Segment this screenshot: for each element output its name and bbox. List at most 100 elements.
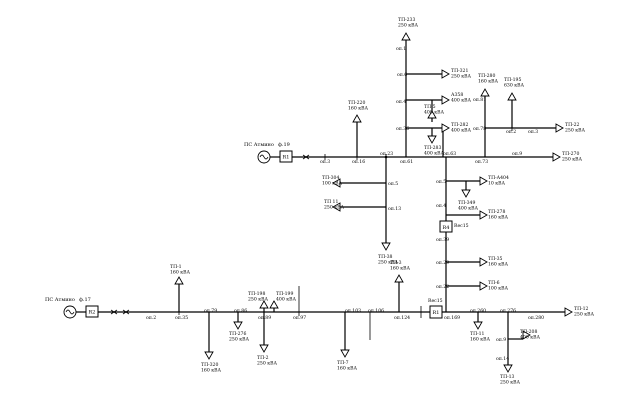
transformer-t278-name: ТП-278 xyxy=(488,209,505,215)
transformer-t22-kva: 250 кВА xyxy=(565,128,585,134)
transformer-t280-kva: 160 кВА xyxy=(478,79,498,85)
transformer-t304-kva: 100 кВА xyxy=(322,181,342,187)
pole-p73-label: оп.73 xyxy=(475,159,488,165)
pole-p86-label: оп.86 xyxy=(234,308,247,314)
pole-p9-label: оп.9 xyxy=(512,151,522,157)
transformer-t278-icon xyxy=(479,210,488,220)
transformer-t211-name: ТП-11 xyxy=(470,331,485,337)
transformer-t320-name: ТП-320 xyxy=(201,362,218,368)
transformer-t276-kva: 250 кВА xyxy=(229,337,249,343)
transformer-t220-name: ТП-220 xyxy=(348,100,365,106)
transformer-t1-kva: 160 кВА xyxy=(170,270,190,276)
transformer-t280-name: ТП-280 xyxy=(478,73,495,79)
transformer-t349-icon xyxy=(461,189,471,198)
transformer-t198-kva: 250 кВА xyxy=(248,297,268,303)
transformer-t233-icon xyxy=(401,32,411,41)
transformer-t38-icon xyxy=(381,242,391,251)
transformer-t198-name: ТП-198 xyxy=(248,291,265,297)
pole-p22-label: оп.22 xyxy=(436,284,449,290)
pole-p4b-label: оп.4 xyxy=(436,203,446,209)
transformer-t5-name: ТП-5 xyxy=(424,104,436,110)
pole-p29-label: оп.29 xyxy=(436,260,449,266)
transformer-t11-name: ТП 11 xyxy=(324,199,338,205)
transformer-t321-name: ТП-321 xyxy=(451,68,468,74)
transformer-t2-icon xyxy=(259,344,269,353)
transformer-t12-icon xyxy=(564,307,573,317)
disconnector-icon xyxy=(110,309,118,315)
transformer-t35-name: ТП-35 xyxy=(488,256,503,262)
transformer-t7-icon xyxy=(340,349,350,358)
pole-p124-label: оп.124 xyxy=(394,315,410,321)
breaker-R3-tag: Rec15 xyxy=(428,298,443,304)
transformer-t320-kva: 160 кВА xyxy=(201,368,221,374)
transformer-t349-kva: 400 кВА xyxy=(458,206,478,212)
transformer-t2-name: ТП-2 xyxy=(257,355,269,361)
transformer-t6-kva: 100 кВА xyxy=(488,286,508,292)
transformer-t1-icon xyxy=(174,276,184,285)
pole-p2-label: оп.2 xyxy=(506,129,516,135)
transformer-t320-icon xyxy=(204,351,214,360)
transformer-t276-name: ТП-276 xyxy=(229,331,246,337)
transformer-t280-icon xyxy=(480,88,490,97)
source-src2-feeder: ф.17 xyxy=(79,296,91,303)
wires xyxy=(76,40,565,365)
transformer-t35-icon xyxy=(479,257,488,267)
pole-p23-label: оп.23 xyxy=(380,151,393,157)
pole-p3b-label: оп.3 xyxy=(528,129,538,135)
transformer-t233-kva: 250 кВА xyxy=(398,23,418,29)
pole-p36-label: оп.36 xyxy=(396,126,409,132)
breaker-R3-label: R1 xyxy=(433,310,440,316)
transformer-a358-kva: 400 кВА xyxy=(451,98,471,104)
transformer-t208-name: ТП-208 xyxy=(520,329,537,335)
disconnector-icon xyxy=(122,309,130,315)
pole-p79-label: оп.79 xyxy=(204,308,217,314)
breaker-R4-label: R4 xyxy=(443,225,450,231)
transformer-t13-icon xyxy=(503,364,513,373)
pole-p280-label: оп.280 xyxy=(528,315,544,321)
pole-p5-label: оп.5 xyxy=(388,181,398,187)
pole-p2b-label: оп.2 xyxy=(146,315,156,321)
pole-p39-label: оп.39 xyxy=(436,237,449,243)
transformer-t321-icon xyxy=(441,69,450,79)
source-src1-wave xyxy=(259,154,269,160)
transformer-t5-kva: 400 кВА xyxy=(424,110,444,116)
pole-p169-label: оп.169 xyxy=(444,315,460,321)
pole-p4-label: оп.4 xyxy=(396,99,406,105)
pole-p63-label: оп.63 xyxy=(443,151,456,157)
pole-p1-label: оп.1 xyxy=(396,46,406,52)
breaker-R4-box xyxy=(439,220,453,233)
transformer-t38-name: ТП-38 xyxy=(378,254,393,260)
transformer-t7-name: ТП-7 xyxy=(337,360,349,366)
transformer-t321-kva: 250 кВА xyxy=(451,74,471,80)
source-src1-name: ПС Атмино xyxy=(244,142,274,148)
transformer-a358-name: А358 xyxy=(451,92,463,98)
pole-p97-label: оп.97 xyxy=(293,315,306,321)
transformer-t304-icon xyxy=(332,178,341,188)
transformer-t304-name: ТП-304 xyxy=(322,175,339,181)
pole-p78-label: оп.78 xyxy=(473,126,486,132)
transformer-t12-name: ТП-12 xyxy=(574,306,589,312)
transformer-t38-kva: 250 кВА xyxy=(378,260,398,266)
transformer-t11-kva: 250 кВА xyxy=(324,205,344,211)
transformer-t22-icon xyxy=(555,123,564,133)
transformer-t283-icon xyxy=(427,135,437,144)
transformer-t1-name: ТП-1 xyxy=(170,264,182,270)
transformer-t233-name: ТП-233 xyxy=(398,17,415,23)
transformer-t5-icon xyxy=(427,110,437,119)
transformer-t13-name: ТП-13 xyxy=(500,374,515,380)
transformer-a358-icon xyxy=(441,95,450,105)
transformer-ta404-name: ТП-А404 xyxy=(488,175,509,181)
transformer-t195-kva: 630 кВА xyxy=(504,83,524,89)
pole-p61-label: оп.61 xyxy=(400,159,413,165)
transformer-ta404-icon xyxy=(479,176,488,186)
transformer-t3-kva: 160 кВА xyxy=(390,266,410,272)
pole-p103-label: оп.103 xyxy=(345,308,361,314)
breaker-R1-label: R1 xyxy=(283,154,290,160)
pole-p5b-label: оп.5 xyxy=(436,179,446,185)
junction-dot xyxy=(384,155,388,159)
transformer-t2-kva: 250 кВА xyxy=(257,361,277,367)
transformer-t3-icon xyxy=(394,274,404,283)
pole-p89-label: оп.89 xyxy=(258,315,271,321)
transformer-t199-kva: 400 кВА xyxy=(276,297,296,303)
